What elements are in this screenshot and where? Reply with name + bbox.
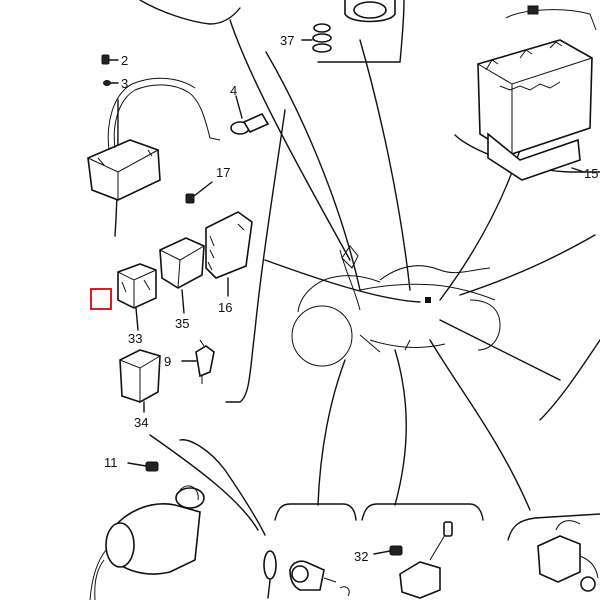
part-3-washer	[103, 80, 119, 86]
part-2-screw	[101, 54, 119, 65]
motorcycle-outline	[291, 245, 501, 367]
leader-line-top	[229, 19, 351, 261]
headlight-shape	[341, 245, 359, 269]
front-fender	[297, 275, 381, 313]
frame-line-horn-panel	[179, 439, 266, 536]
part-32-switch	[373, 521, 453, 599]
top-horn	[344, 0, 396, 23]
callout-3[interactable]: 3	[121, 76, 128, 91]
part-9-sender	[181, 339, 215, 384]
callout-2[interactable]: 2	[121, 53, 128, 68]
bottom-sensor	[289, 560, 350, 597]
part-35-relay	[159, 237, 205, 314]
part-17-bolt	[185, 181, 213, 204]
lower-frame	[369, 339, 446, 348]
part-34-flasher	[119, 349, 161, 413]
callout-15[interactable]: 15	[584, 166, 598, 181]
callout-32[interactable]: 32	[354, 549, 368, 564]
callout-9[interactable]: 9	[164, 354, 171, 369]
callout-4[interactable]: 4	[230, 83, 237, 98]
leader-line-lower-right	[439, 319, 561, 381]
panel-frames	[114, 0, 600, 541]
frame-line-bottom-box-a	[274, 503, 357, 521]
callout-34[interactable]: 34	[134, 415, 148, 430]
leader-line-right	[459, 234, 596, 296]
frame-line-bottom-right	[507, 513, 600, 541]
leader-line-bottom-right	[429, 339, 531, 511]
leader-line-left	[264, 259, 421, 303]
ignition-coil	[87, 77, 221, 201]
callout-labels: 2 3 4 17 16 35 33 9 34 11 37 15 32	[104, 33, 598, 564]
bottom-right-switch	[537, 520, 599, 592]
horn	[89, 485, 205, 600]
leader-line-37	[265, 51, 361, 291]
callout-35[interactable]: 35	[175, 316, 189, 331]
frame-line-left-panel	[225, 109, 286, 403]
selection-highlight-box[interactable]	[90, 288, 112, 310]
front-fork	[339, 249, 361, 311]
frame-line-bottom-box-b	[361, 503, 484, 521]
callout-11[interactable]: 11	[104, 455, 118, 470]
callout-33[interactable]: 33	[128, 331, 142, 346]
front-wheel	[291, 305, 353, 367]
bottom-switch	[263, 550, 277, 599]
part-11-bolt	[127, 461, 159, 472]
frame-rail	[359, 283, 496, 301]
rear-wheel-arc	[469, 299, 501, 351]
callout-16[interactable]: 16	[218, 300, 232, 315]
frame-line-horn-box	[317, 0, 405, 63]
part-37-nut	[301, 23, 332, 53]
center-mark	[425, 297, 431, 303]
leader-line-11	[149, 434, 259, 531]
part-4-plug-cap	[230, 95, 270, 135]
part-16-rectifier	[205, 211, 253, 297]
callout-17[interactable]: 17	[216, 165, 230, 180]
leader-line-32	[394, 349, 407, 506]
frame-line-top-left	[139, 0, 241, 25]
leader-line-bottom-mid	[317, 359, 346, 506]
frame-line-right	[539, 339, 600, 421]
part-15-battery	[477, 5, 597, 181]
engine-detail	[359, 334, 411, 353]
leader-line-horn	[359, 39, 411, 291]
callout-37[interactable]: 37	[280, 33, 294, 48]
part-33-relay	[117, 263, 157, 331]
tank-seat	[379, 265, 491, 281]
